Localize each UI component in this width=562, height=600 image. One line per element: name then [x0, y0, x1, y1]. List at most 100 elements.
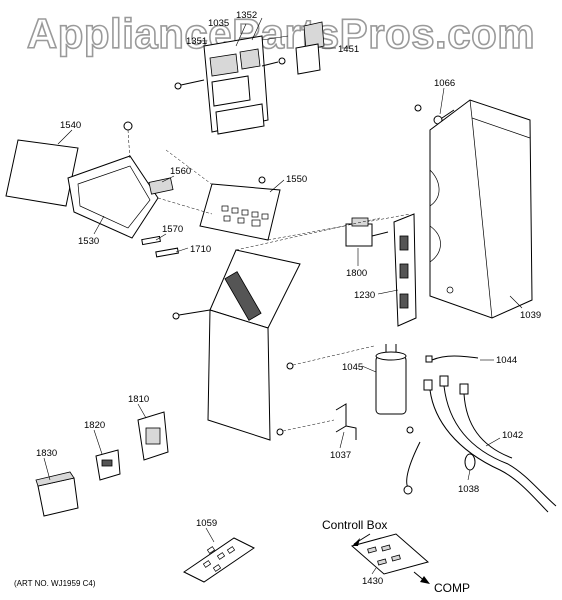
display-board-outline: [199, 183, 281, 241]
cover-screw-left[interactable]: [172, 312, 180, 320]
label-1044: 1044: [496, 355, 517, 366]
control-box-arrow-head: [352, 538, 360, 546]
wire-harness-1042[interactable]: [403, 375, 557, 513]
label-1820: 1820: [84, 420, 105, 431]
screw-mid[interactable]: [286, 362, 294, 370]
leader-1039: [509, 295, 523, 309]
module-1830[interactable]: [35, 471, 79, 517]
leader-1045: [361, 365, 377, 373]
display-key-4: [251, 211, 259, 218]
label-1352: 1352: [236, 10, 257, 21]
callout-control-box: Controll Box: [322, 518, 387, 532]
leader-1530: [93, 215, 105, 235]
label-1035: 1035: [208, 18, 229, 29]
remote-button-4: [202, 560, 212, 568]
wire-tie-1038[interactable]: [464, 453, 476, 471]
leader-1710: [175, 247, 189, 253]
label-1037: 1037: [330, 450, 351, 461]
control-box-cover[interactable]: [172, 217, 381, 441]
leader-1351: [261, 35, 289, 41]
label-1230: 1230: [354, 290, 375, 301]
relay-1451[interactable]: [295, 43, 321, 75]
module-top: [35, 471, 75, 487]
display-screw[interactable]: [258, 176, 266, 184]
harness-wire-3: [463, 393, 513, 459]
label-1451: 1451: [338, 44, 359, 55]
guide-1: [165, 149, 215, 187]
cover-front: [207, 309, 271, 441]
cabinet-corner: [471, 117, 493, 319]
leader-1038: [467, 469, 471, 481]
label-1540: 1540: [60, 120, 81, 131]
sensor-1820-face: [101, 459, 113, 467]
label-1560: 1560: [170, 166, 191, 177]
strip-1710[interactable]: [155, 247, 179, 258]
harness-terminal-3: [459, 383, 469, 395]
cabinet-cutouts: [429, 169, 441, 263]
ground-wire-1066: [441, 109, 455, 119]
remote-button-5: [212, 564, 222, 572]
clamp-bracket-1037[interactable]: [335, 403, 357, 440]
control-board-assembly[interactable]: [174, 21, 325, 135]
label-mark-4: [377, 558, 387, 566]
label-1710: 1710: [190, 244, 211, 255]
label-1038: 1038: [458, 484, 479, 495]
ground-wire: [406, 441, 421, 489]
remote-body: [183, 537, 255, 583]
ground-ring: [403, 485, 413, 495]
clamp-body: [335, 403, 347, 433]
wiring-label-1430[interactable]: [350, 533, 430, 584]
board-screw-line-left: [180, 79, 205, 86]
strip-1570[interactable]: [141, 235, 161, 246]
transformer-1800[interactable]: [345, 217, 389, 247]
display-key-7: [237, 217, 245, 224]
screw-head-1066: [414, 104, 422, 112]
sensor-holder-1810[interactable]: [137, 411, 169, 461]
bracket-block-3: [399, 293, 409, 309]
leader-1820: [93, 429, 103, 455]
guide-2: [157, 197, 213, 215]
capacitor-1045[interactable]: [375, 344, 407, 415]
screw-board-left[interactable]: [174, 82, 182, 90]
leader-1560: [161, 175, 175, 183]
control-panel-frame-1530[interactable]: [67, 121, 159, 239]
board-relay: [239, 48, 261, 70]
cover-screw-line: [178, 309, 211, 316]
harness-terminal-1: [423, 379, 433, 391]
leader-1830: [43, 457, 51, 481]
ground-screw[interactable]: [406, 426, 414, 434]
transformer-core: [351, 217, 369, 227]
remote-button-3: [226, 546, 236, 554]
label-mark-3: [391, 554, 401, 562]
holder-window: [145, 427, 161, 445]
transformer-mount: [371, 231, 389, 237]
leader-1037: [339, 431, 345, 449]
label-mark-1: [367, 546, 377, 554]
control-box-cabinet-1039[interactable]: [429, 99, 533, 319]
label-1810: 1810: [128, 394, 149, 405]
label-1066: 1066: [434, 78, 455, 89]
relay-1352[interactable]: [303, 21, 325, 51]
frame-screw[interactable]: [123, 121, 133, 131]
sensor-1820[interactable]: [95, 449, 121, 481]
board-mount-bracket-1351[interactable]: [215, 103, 265, 135]
display-key-5: [261, 213, 269, 220]
screw-board-right[interactable]: [278, 57, 286, 65]
remote-control-1059[interactable]: [183, 537, 255, 583]
wire-1044[interactable]: [425, 355, 479, 363]
cover-filter-strip: [224, 271, 262, 321]
front-cover-1540[interactable]: [5, 139, 79, 207]
display-board-1550[interactable]: [199, 176, 281, 241]
label-1550: 1550: [286, 174, 307, 185]
transformer-body: [345, 223, 373, 247]
art-number: (ART NO. WJ1959 C4): [14, 579, 96, 588]
mounting-bracket-1230[interactable]: [393, 213, 417, 327]
cabinet-hole: [446, 286, 454, 294]
leader-1059: [205, 527, 215, 543]
cover-guide: [235, 217, 381, 251]
label-mark-2: [381, 544, 391, 552]
screw-low[interactable]: [276, 428, 284, 436]
pad-1560[interactable]: [148, 177, 174, 195]
harness-terminal-2: [439, 375, 449, 387]
